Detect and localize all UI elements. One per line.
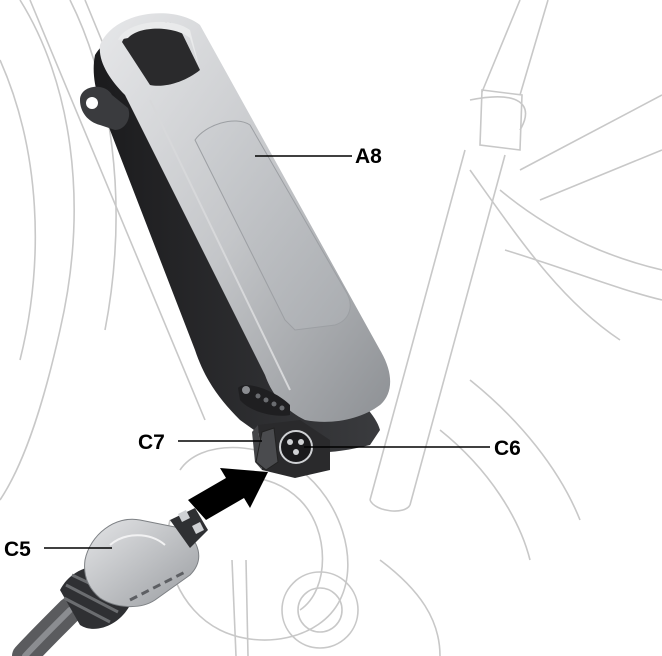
socket-cover	[255, 427, 279, 471]
battery-pack	[80, 13, 391, 478]
callout-a8: A8	[355, 145, 382, 168]
charging-socket	[279, 430, 313, 464]
insert-direction-arrow	[188, 468, 268, 520]
callout-c7: C7	[138, 431, 165, 454]
charger-plug	[12, 508, 208, 656]
callout-c5: C5	[4, 538, 31, 561]
charge-level-indicator	[238, 385, 290, 416]
leader-lines	[44, 155, 490, 549]
battery-lock-key	[80, 86, 130, 130]
callout-c6: C6	[494, 437, 521, 460]
